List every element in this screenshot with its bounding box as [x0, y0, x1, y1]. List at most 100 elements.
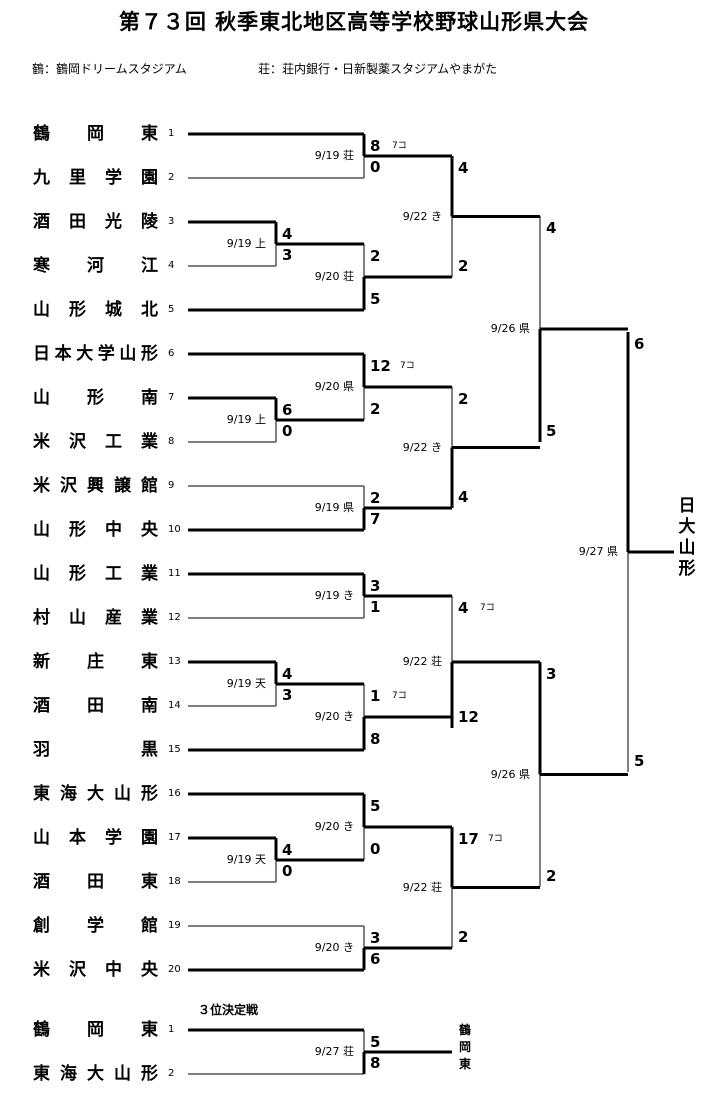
game-date-venue: 9/26 県	[491, 323, 530, 335]
game-venue: 荘	[343, 270, 354, 283]
game-date-venue: 9/20 県	[315, 381, 354, 393]
score-bottom: 0	[282, 422, 293, 440]
game-date-venue: 9/22 荘	[403, 656, 442, 668]
game-date: 9/19	[314, 149, 340, 162]
score-bottom: 5	[370, 290, 381, 308]
game-date-venue: 9/19 上	[227, 414, 266, 426]
game-venue: 天	[255, 853, 266, 866]
game-date-venue: 9/19 天	[227, 854, 266, 866]
third-place-winner: 鶴岡東	[458, 1023, 471, 1071]
game-date: 9/22	[402, 209, 428, 223]
score-top: 3	[370, 929, 381, 947]
game-venue: 荘	[343, 149, 354, 162]
called-game-note: 7コ	[392, 691, 407, 701]
third-place-date: 9/27	[314, 1045, 340, 1058]
venue-legend-shonai: 荘：荘内銀行・日新製薬スタジアムやまがた	[258, 62, 498, 76]
team-name: 米沢興譲館	[33, 476, 158, 496]
team-seed: 19	[168, 920, 181, 931]
score-top: 8	[370, 137, 381, 155]
team-seed: 5	[168, 304, 175, 315]
score-top: 6	[634, 335, 645, 353]
score-top: 4	[458, 159, 469, 177]
team-name: 日本大学山形	[33, 344, 158, 364]
game-date: 9/22	[402, 655, 428, 668]
team-seed: 15	[168, 744, 181, 755]
game-date: 9/19	[226, 413, 252, 426]
game-date: 9/19	[226, 853, 252, 866]
team-seed: 7	[168, 392, 175, 403]
game-date-venue: 9/27 県	[579, 546, 618, 558]
score-bottom: 3	[282, 686, 293, 704]
team-seed: 2	[168, 172, 175, 183]
game-venue: 県	[343, 380, 354, 393]
team-name: 東海大山形	[33, 784, 158, 804]
team-name: 酒田南	[33, 696, 158, 716]
game-date-venue: 9/22 荘	[402, 880, 442, 894]
score-bottom: 4	[458, 488, 469, 506]
score-top: 2	[370, 247, 381, 265]
team-name: 新庄東	[33, 652, 158, 672]
score-top: 5	[370, 797, 381, 815]
score-bottom: 3	[282, 246, 293, 264]
game-venue: 荘	[431, 880, 442, 894]
game-date-venue: 9/26 県	[491, 768, 530, 781]
game-venue: き	[343, 820, 354, 833]
game-venue: き	[431, 209, 442, 223]
score-top: 4	[282, 225, 293, 243]
team-name: 酒田東	[33, 872, 158, 892]
team-seed: 13	[168, 656, 181, 667]
team-name: 羽黒	[33, 740, 158, 760]
score-top: 2	[458, 390, 469, 408]
third-place-date-venue: 9/27 荘	[315, 1046, 354, 1058]
called-game-note: 7コ	[488, 834, 503, 844]
team-seed: 14	[168, 700, 181, 711]
score-bottom: 5	[546, 422, 557, 440]
score-top: 12	[370, 357, 391, 375]
team-name: 山形城北	[33, 300, 158, 320]
team-name: 山本学園	[33, 828, 158, 848]
game-venue: 県	[343, 501, 354, 514]
third-place-score-bottom: 8	[370, 1054, 381, 1072]
game-date-venue: 9/20 き	[315, 711, 354, 723]
game-date: 9/19	[226, 677, 252, 690]
team-name: 山形中央	[33, 520, 158, 540]
score-bottom: 12	[458, 708, 479, 726]
game-venue: 荘	[431, 655, 442, 668]
score-bottom: 6	[370, 950, 381, 968]
score-bottom: 0	[282, 862, 293, 880]
game-venue: き	[343, 941, 354, 954]
score-top: 17	[458, 830, 479, 848]
team-name: 米沢工業	[33, 432, 158, 452]
page-title: 第７３回 秋季東北地区高等学校野球山形県大会	[118, 10, 590, 34]
team-seed: 20	[168, 964, 181, 975]
score-top: 4	[458, 599, 469, 617]
team-seed: 4	[168, 260, 175, 271]
champion-name: 日大山形	[678, 496, 696, 579]
team-name: 寒河江	[33, 256, 158, 276]
score-bottom: 2	[458, 928, 469, 946]
score-top: 4	[282, 841, 293, 859]
game-date: 9/22	[402, 880, 428, 894]
game-date: 9/20	[314, 710, 340, 723]
score-top: 2	[370, 489, 381, 507]
game-date-venue: 9/19 荘	[315, 150, 354, 162]
team-name: 九里学園	[33, 168, 158, 188]
game-date: 9/20	[314, 941, 340, 954]
third-place-team-name: 東海大山形	[33, 1064, 158, 1084]
game-venue: き	[343, 710, 354, 723]
game-date-venue: 9/20 き	[315, 942, 354, 954]
team-seed: 9	[168, 480, 175, 491]
game-date-venue: 9/22 き	[403, 441, 442, 454]
game-venue: 上	[255, 237, 266, 250]
score-top: 6	[282, 401, 293, 419]
team-name: 村山産業	[33, 608, 158, 628]
game-venue: 上	[255, 413, 266, 426]
team-seed: 6	[168, 348, 175, 359]
game-date-venue: 9/19 天	[227, 678, 266, 690]
game-venue: 県	[607, 545, 618, 558]
game-date: 9/19	[226, 237, 252, 250]
game-venue: 天	[255, 677, 266, 690]
team-seed: 11	[168, 568, 181, 579]
called-game-note: 7コ	[480, 603, 495, 613]
